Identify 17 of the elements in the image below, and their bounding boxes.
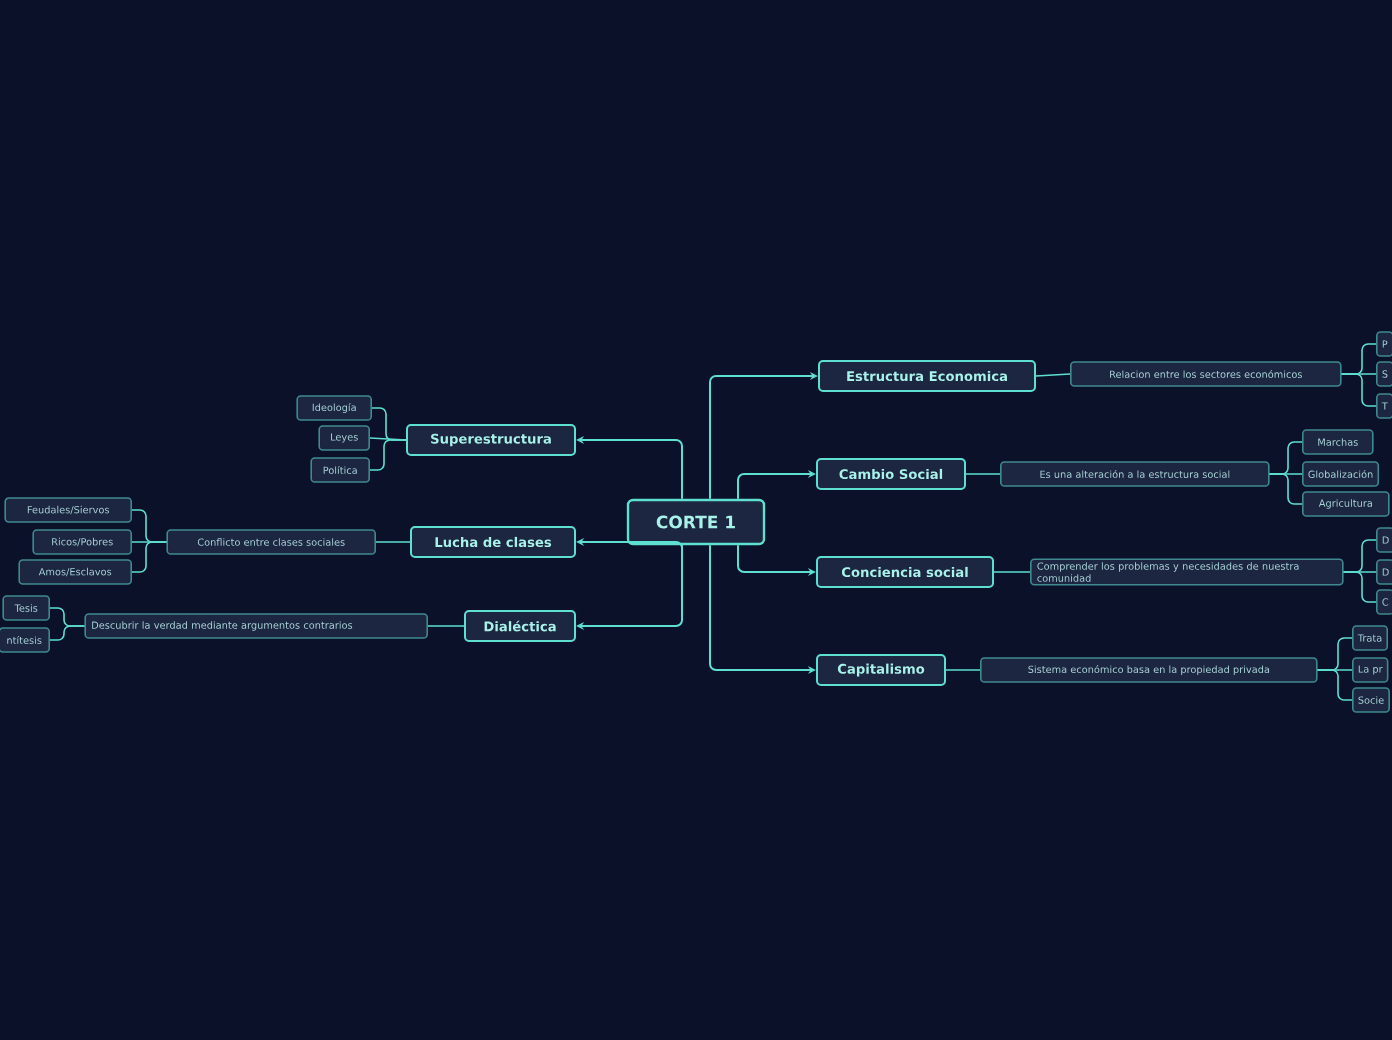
connector <box>1342 571 1377 603</box>
connector <box>1035 373 1071 377</box>
connector <box>709 371 818 500</box>
connector <box>131 541 168 573</box>
connector <box>993 571 1031 573</box>
connector <box>945 669 981 671</box>
connector <box>1316 669 1353 701</box>
connector <box>965 473 1001 475</box>
connector <box>1340 373 1377 407</box>
connector <box>369 439 407 471</box>
central-topic-box: CORTE 1 <box>626 498 766 546</box>
connector <box>1268 473 1303 505</box>
connector <box>375 541 411 543</box>
connector <box>576 544 683 631</box>
connector <box>49 625 86 641</box>
connector <box>737 469 816 500</box>
connector <box>427 625 465 627</box>
